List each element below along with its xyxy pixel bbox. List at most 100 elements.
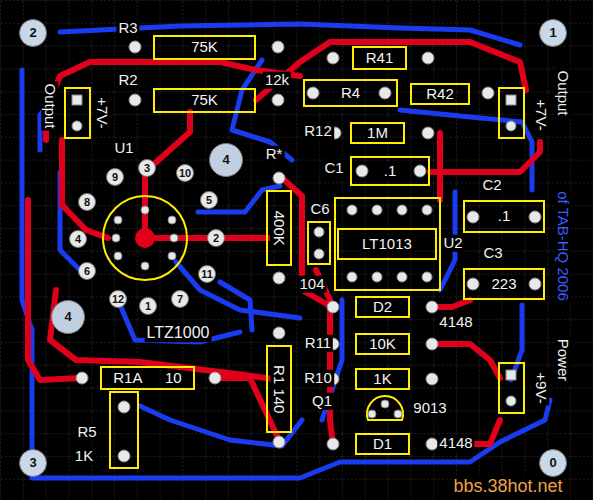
pad-outline [177, 165, 194, 182]
pin-pad: 10 [176, 164, 194, 182]
pad [273, 272, 285, 284]
pad-outline [79, 194, 96, 211]
pin-number: 2 [213, 232, 219, 244]
pin-number: 4 [222, 153, 229, 167]
pad-outline [110, 291, 127, 308]
pin-pad: 11 [198, 265, 216, 283]
pad [272, 94, 284, 106]
pad [273, 327, 285, 339]
pin-number: 5 [206, 194, 212, 206]
top-trace [430, 142, 540, 172]
pin-number: 6 [84, 265, 90, 277]
mount-hole: 1 [539, 19, 567, 47]
pad-outline [201, 192, 218, 209]
pad-outline [107, 169, 124, 186]
pad [372, 205, 382, 215]
mount-hole: 2 [19, 19, 47, 47]
pad [129, 41, 141, 53]
value-label: 4148 [437, 435, 474, 452]
top-trace [215, 378, 279, 440]
resistor-body: R1A10 [100, 366, 195, 390]
component-outline [65, 88, 524, 468]
capacitor-body: .1 [350, 156, 430, 186]
part-value: .1 [496, 208, 513, 225]
pad [506, 121, 516, 131]
pad [168, 216, 176, 224]
designator: R3 [116, 20, 139, 37]
pad [114, 252, 122, 260]
pin-pad: 5 [200, 191, 218, 209]
value-label: 9013 [411, 400, 448, 417]
pad [170, 234, 178, 242]
part-value: 75K [189, 39, 220, 56]
capacitor-body: 223 [463, 268, 545, 300]
pad [327, 52, 339, 64]
designator: C1 [322, 160, 345, 177]
pin-number: 1 [145, 300, 151, 312]
pin-pad: 9 [106, 168, 124, 186]
part-value: 10K [367, 336, 398, 353]
value-label: 1K [73, 448, 95, 465]
designator: R* [264, 146, 285, 163]
part-value: 1K [371, 371, 393, 388]
top-trace [316, 270, 333, 444]
component-outline [367, 396, 403, 420]
ic-body: LT1013 [337, 228, 437, 260]
designator: R12 [302, 123, 334, 140]
pad [372, 272, 382, 282]
diode-body: D1 [355, 433, 410, 456]
pad [529, 211, 541, 223]
bottom-trace [400, 110, 532, 190]
component-outline [103, 196, 187, 280]
resistor-body: 10K [355, 333, 410, 356]
component-outline [308, 222, 330, 264]
pin-number: 2 [29, 26, 36, 40]
pad [482, 87, 494, 99]
component-outline [110, 392, 138, 468]
pad [209, 372, 221, 384]
pad [135, 228, 155, 248]
pin-pad: 8 [78, 193, 96, 211]
pad [422, 205, 432, 215]
top-trace [280, 176, 332, 307]
pin-number: 9 [112, 171, 118, 183]
connector-label: +9V- [533, 370, 550, 405]
pad [314, 227, 324, 237]
pad [273, 172, 285, 184]
pad-outline [199, 266, 216, 283]
pin-number: 10 [179, 167, 191, 179]
bottom-trace [22, 24, 550, 478]
component-outline [65, 88, 90, 138]
value-label: 12k [263, 72, 291, 89]
pin-pad: 6 [78, 262, 96, 280]
part-value: D2 [371, 299, 394, 316]
pad-outline [208, 230, 225, 247]
pin-number: 1 [549, 26, 556, 40]
pad [381, 400, 389, 408]
pad [394, 410, 402, 418]
pin-pad: 2 [207, 229, 225, 247]
resistor-body: R4 [303, 79, 398, 107]
pad [422, 52, 434, 64]
pad [422, 272, 432, 282]
pad [114, 216, 122, 224]
pad [467, 278, 479, 290]
part-value: D1 [371, 436, 394, 453]
component-outline [335, 198, 440, 290]
part-value: R4 [339, 85, 362, 102]
pad [141, 262, 149, 270]
pad [72, 121, 82, 131]
mount-hole: 3 [19, 449, 47, 477]
pad [529, 278, 541, 290]
part-value: 223 [489, 276, 518, 293]
pad [426, 373, 438, 385]
large-pad: 4 [209, 143, 243, 177]
component-outline [499, 363, 524, 413]
pin-number: 3 [144, 162, 150, 174]
pad-outline [20, 450, 47, 477]
part-value: 1M [365, 125, 390, 142]
designator: C6 [308, 201, 331, 218]
top-trace [437, 133, 443, 200]
bottom-trace [176, 262, 300, 318]
pad [426, 438, 438, 450]
